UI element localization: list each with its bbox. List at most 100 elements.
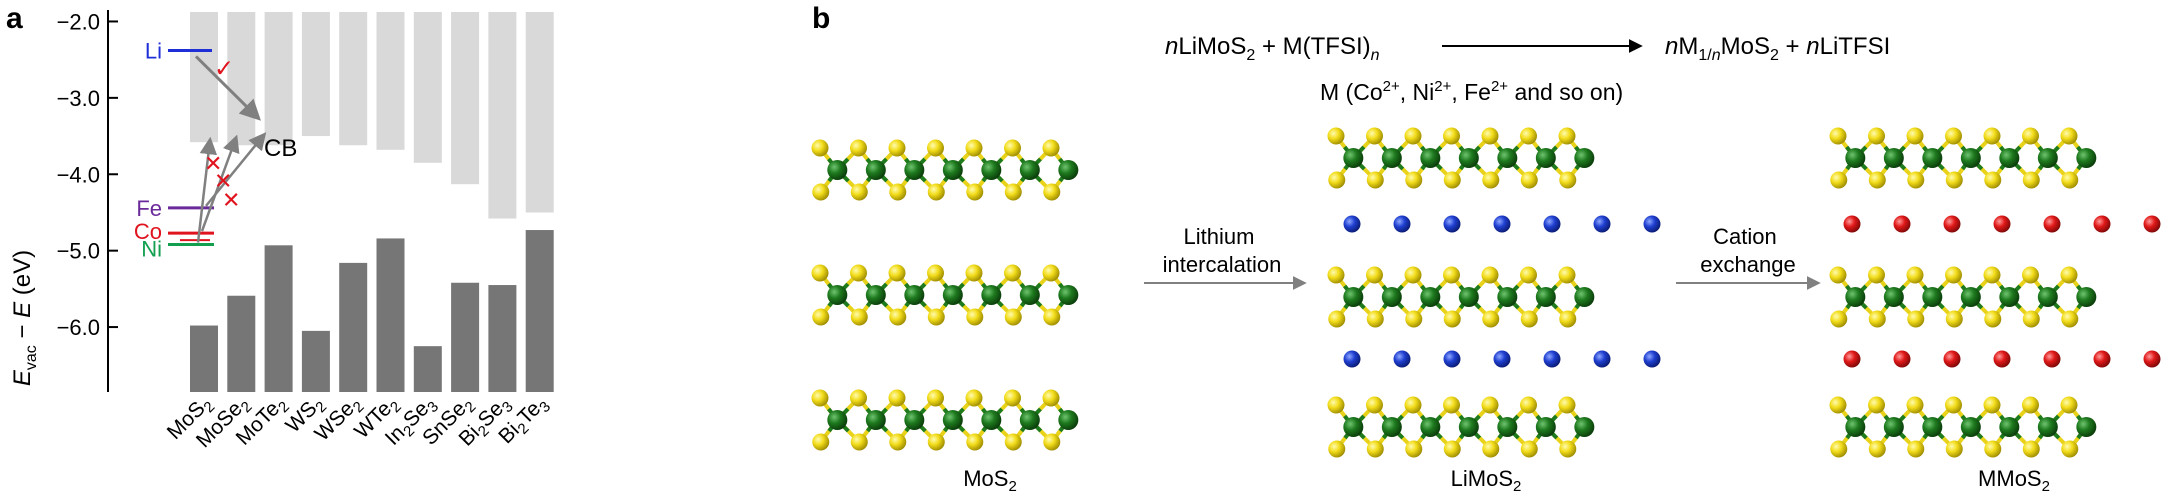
vb-bar	[301, 330, 330, 392]
s-atom	[1868, 171, 1886, 189]
mo-atom	[1845, 417, 1866, 437]
li-ion	[1493, 350, 1511, 368]
s-atom	[1443, 266, 1460, 284]
s-atom	[1829, 266, 1847, 284]
s-atom	[1482, 171, 1500, 189]
li-ion	[1593, 350, 1611, 368]
mos2-layer	[1829, 266, 2097, 328]
mo-atom	[1019, 410, 1040, 430]
mo-atom	[1535, 148, 1556, 168]
cb-bar	[264, 12, 293, 146]
li-ion	[1643, 215, 1661, 233]
cb-bar	[227, 12, 256, 146]
s-atom	[1520, 127, 1537, 145]
level-label-co: Co	[134, 219, 162, 244]
mo-atom	[1960, 417, 1981, 437]
s-atom	[1907, 310, 1925, 328]
s-atom	[850, 433, 868, 451]
cb-bar	[339, 12, 368, 146]
mo-atom	[1458, 287, 1479, 307]
mo-atom	[1845, 148, 1866, 168]
level-label-li: Li	[145, 38, 162, 63]
mo-atom	[981, 410, 1002, 430]
m-ion	[1993, 215, 2011, 233]
intercalation-label: Lithium intercalation	[1163, 224, 1282, 277]
mo-atom	[1420, 148, 1441, 168]
m-ion	[1943, 215, 1961, 233]
s-atom	[1559, 171, 1577, 189]
cross-icon: ✕	[214, 168, 232, 193]
mo-atom	[1883, 417, 1904, 437]
s-atom	[2022, 127, 2039, 145]
mo-atom	[827, 160, 848, 180]
check-icon: ✓	[214, 55, 234, 82]
vb-bar	[488, 285, 517, 392]
s-atom	[1443, 310, 1461, 328]
s-atom	[1868, 310, 1886, 328]
li-ion	[1443, 215, 1461, 233]
valence-band-bars	[190, 230, 554, 392]
mo-atom	[981, 160, 1002, 180]
s-atom	[927, 389, 944, 407]
mos2-layer	[1327, 396, 1595, 458]
s-atom	[1983, 266, 2001, 284]
blocked-transfer-arrow	[205, 132, 267, 207]
s-atom	[1328, 310, 1346, 328]
s-atom	[1984, 310, 2002, 328]
s-atom	[1004, 433, 1022, 451]
mo-atom	[1343, 417, 1364, 437]
m-ion	[2043, 350, 2061, 368]
s-atom	[1042, 264, 1060, 282]
mo-atom	[1497, 148, 1518, 168]
mo-atom	[1058, 160, 1079, 180]
atoms	[811, 139, 1079, 201]
m-ion	[1943, 350, 1961, 368]
s-atom	[2022, 310, 2040, 328]
s-atom	[811, 264, 829, 282]
li-ion	[1343, 350, 1361, 368]
li-ion-row	[1343, 215, 1661, 233]
vb-label: VB	[265, 427, 297, 454]
vb-bar	[190, 325, 218, 392]
mo-atom	[1883, 148, 1904, 168]
s-atom	[889, 308, 907, 326]
mos2-layer	[811, 139, 1079, 201]
m-ion	[1843, 215, 1861, 233]
s-atom	[1443, 440, 1461, 458]
s-atom	[888, 264, 906, 282]
li-transfer-arrow	[194, 55, 261, 121]
mo-atom	[1420, 287, 1441, 307]
s-atom	[1945, 127, 1962, 145]
mo-atom	[2076, 148, 2097, 168]
mo-atom	[1019, 285, 1040, 305]
mo-atom	[904, 410, 925, 430]
s-atom	[966, 308, 984, 326]
s-atom	[1482, 310, 1500, 328]
s-atom	[1907, 440, 1925, 458]
m-ion-row	[1843, 215, 2161, 233]
y-axis-label: Evac − E (eV)	[9, 250, 40, 386]
mo-atom	[1458, 148, 1479, 168]
s-atom	[812, 308, 830, 326]
s-atom	[2060, 127, 2078, 145]
s-atom	[1983, 396, 2001, 414]
cb-bar	[376, 12, 405, 150]
mo-atom	[1883, 287, 1904, 307]
atoms	[811, 264, 1079, 326]
mo-atom	[1019, 160, 1040, 180]
s-atom	[1829, 127, 1847, 145]
structure-label-limos2: LiMoS2	[1451, 466, 1522, 495]
s-atom	[1004, 139, 1021, 157]
mos2-layer	[1829, 127, 2097, 189]
m-ion	[2143, 215, 2161, 233]
s-atom	[1404, 127, 1422, 145]
cb-bar	[413, 12, 442, 163]
s-atom	[1004, 183, 1022, 201]
s-atom	[1405, 440, 1423, 458]
s-atom	[1404, 396, 1422, 414]
mo-atom	[1497, 287, 1518, 307]
s-atom	[1327, 127, 1345, 145]
mo-atom	[1535, 287, 1556, 307]
